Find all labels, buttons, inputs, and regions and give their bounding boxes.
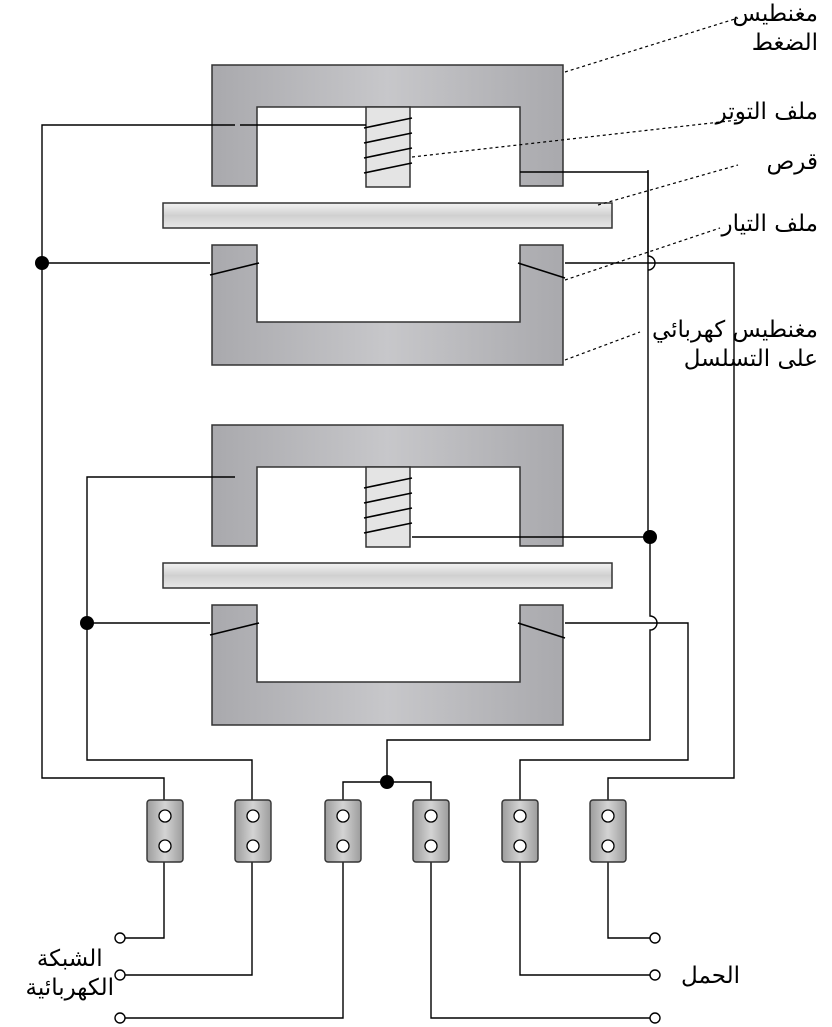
pressure-magnet-upper [211, 64, 564, 187]
leader-lines [411, 17, 739, 361]
terminal-block-4 [412, 799, 450, 863]
label-series-magnet: مغنطيس كهربائي على التسلسل [652, 316, 818, 374]
series-magnet-lower [211, 604, 564, 726]
label-pressure-magnet: مغنطيس الضغط [733, 0, 819, 58]
label-voltage-coil: ملف التوتر [715, 99, 818, 125]
series-magnet-upper [211, 244, 564, 366]
label-pressure-magnet-line1: مغنطيس [732, 1, 819, 27]
disc-lower [162, 562, 613, 589]
junction-dots [35, 256, 657, 789]
terminal-blocks [146, 799, 627, 863]
label-series-magnet-line1: مغنطيس كهربائي [651, 317, 818, 343]
end-terminals [114, 932, 661, 1024]
terminal-block-5 [501, 799, 539, 863]
disc-upper [162, 202, 613, 229]
label-load: الحمل [681, 963, 740, 989]
label-disc: قرص [766, 149, 819, 175]
label-series-magnet-line2: على التسلسل [683, 345, 818, 372]
current-coil-upper [209, 262, 566, 279]
current-coil-lower [209, 622, 566, 639]
voltage-coil-winding-lower [363, 477, 413, 534]
voltage-coil-winding-upper [363, 117, 413, 174]
label-grid-line2: الكهربائية [25, 974, 114, 1001]
label-grid-line1: الشبكة [36, 946, 103, 972]
wires [41, 124, 735, 1019]
pressure-magnet-lower [211, 424, 564, 547]
label-current-coil: ملف التيار [721, 211, 818, 237]
terminal-block-6 [589, 799, 627, 863]
label-pressure-magnet-line2: الضغط [751, 29, 818, 56]
terminal-block-3 [324, 799, 362, 863]
label-grid: الشبكة الكهربائية [26, 945, 114, 1003]
terminal-block-2 [234, 799, 272, 863]
terminal-block-1 [146, 799, 184, 863]
